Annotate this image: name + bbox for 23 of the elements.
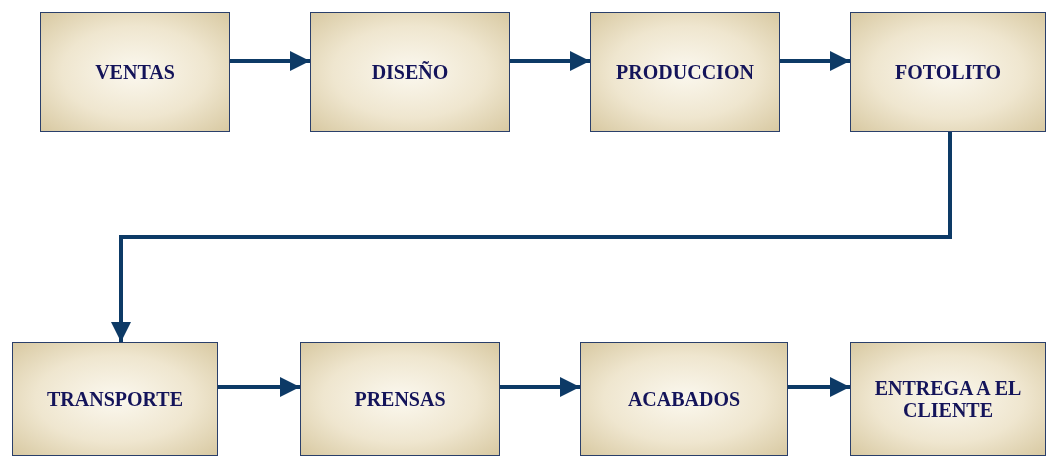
process-box [12, 342, 218, 456]
arrow [230, 51, 310, 71]
process-box [850, 12, 1046, 132]
arrow [218, 377, 300, 397]
process-box [300, 342, 500, 456]
arrow [500, 377, 580, 397]
step-label: ENTREGA A EL CLIENTE [873, 377, 1023, 421]
arrow [788, 377, 850, 397]
step-label: VENTAS [95, 61, 175, 83]
step-label: PRENSAS [354, 388, 446, 410]
process-box [850, 342, 1046, 456]
step-label: DISEÑO [371, 61, 449, 83]
arrow [780, 51, 850, 71]
step-label: PRODUCCION [616, 61, 754, 83]
process-box [310, 12, 510, 132]
step-label: TRANSPORTE [47, 388, 183, 410]
step-label: FOTOLITO [895, 61, 1001, 83]
arrow [111, 132, 952, 342]
process-box [40, 12, 230, 132]
arrow [510, 51, 590, 71]
process-box [580, 342, 788, 456]
process-box [590, 12, 780, 132]
step-label: ACABADOS [627, 388, 741, 410]
